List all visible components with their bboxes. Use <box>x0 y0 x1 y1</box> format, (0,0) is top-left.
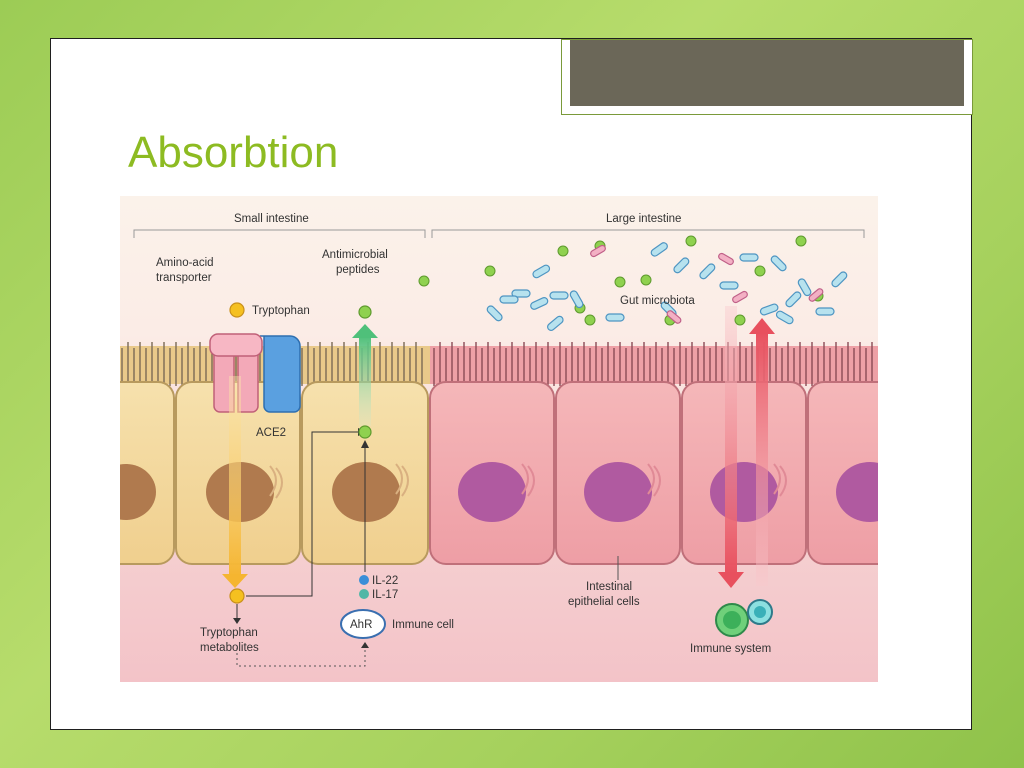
epithelial-label-line1: Intestinal <box>586 581 632 593</box>
il17-label: IL-17 <box>372 589 398 601</box>
slide-title: Absorbtion <box>128 128 339 177</box>
il22-marker <box>359 575 369 585</box>
immune-exchange-arrows <box>718 306 775 588</box>
trp-metabolites-label-line2: metabolites <box>200 642 259 654</box>
ahr-label: AhR <box>350 619 372 631</box>
immune-system-label: Immune system <box>690 643 771 655</box>
intestine-diagram: Small intestine Large intestine <box>120 196 878 682</box>
tryptophan-label: Tryptophan <box>252 305 310 317</box>
immune-system-cells <box>715 599 773 637</box>
gut-microbiota-label: Gut microbiota <box>620 295 695 307</box>
peptide-molecule-cell <box>358 425 372 439</box>
small-intestine-bracket <box>133 229 426 238</box>
ace2-label: ACE2 <box>256 427 286 439</box>
large-intestine-label: Large intestine <box>606 213 681 225</box>
peptide-molecule-top <box>358 305 372 319</box>
feedback-dotted-line <box>236 646 366 667</box>
feedback-arrowhead <box>361 642 369 648</box>
antimicrobial-label-line2: peptides <box>336 264 380 276</box>
tryptophan-metabolite-molecule <box>229 588 245 604</box>
il22-label: IL-22 <box>372 575 398 587</box>
antimicrobial-label-line1: Antimicrobial <box>322 249 388 261</box>
amino-acid-label-line2: transporter <box>156 272 212 284</box>
amino-acid-transporter <box>209 333 301 413</box>
tryptophan-molecule <box>229 302 245 318</box>
epithelial-label-line2: epithelial cells <box>568 596 640 608</box>
immune-cell-label: Immune cell <box>392 619 454 631</box>
large-intestine-bracket <box>431 229 865 238</box>
metabolite-down-arrowhead <box>233 618 241 624</box>
large-intestine-cells <box>429 381 878 565</box>
antimicrobial-arrow <box>352 324 378 426</box>
trp-metabolites-label-line1: Tryptophan <box>200 627 258 639</box>
il17-marker <box>359 589 369 599</box>
small-intestine-cells <box>120 381 429 565</box>
tryptophan-arrow <box>222 376 248 588</box>
amino-acid-label-line1: Amino-acid <box>156 257 214 269</box>
gut-microbiota <box>418 235 848 332</box>
title-tab-decoration <box>561 39 973 115</box>
ahr-immune-cell <box>340 609 386 639</box>
small-intestine-label: Small intestine <box>234 213 309 225</box>
signal-line <box>246 431 360 597</box>
il-signal-arrowhead <box>361 440 369 448</box>
title-tab-fill <box>570 40 964 106</box>
